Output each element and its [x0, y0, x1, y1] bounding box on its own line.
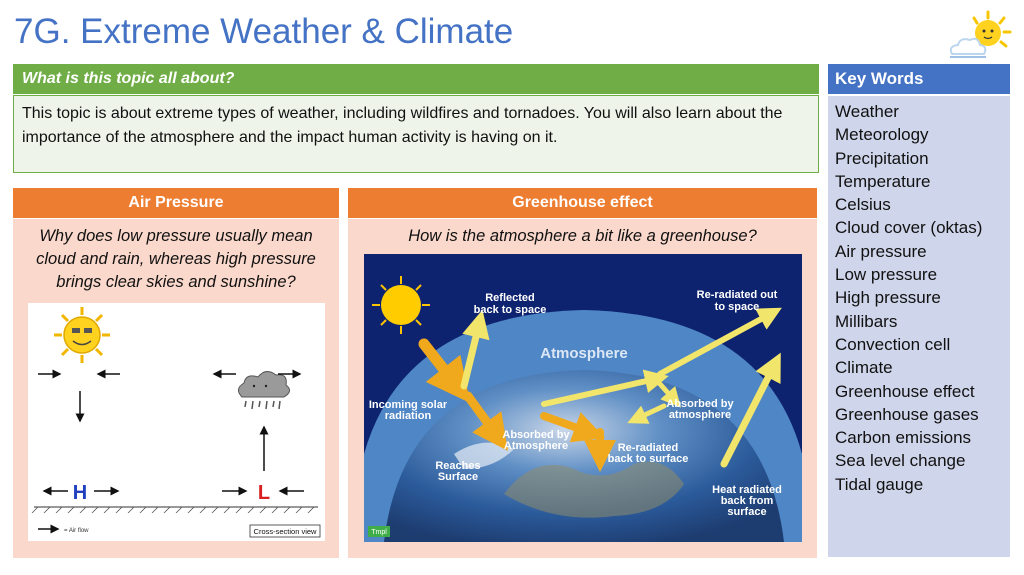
- sun-icon: [372, 276, 430, 334]
- key-word-item: Weather: [835, 102, 899, 121]
- atmosphere-label: Atmosphere: [540, 345, 628, 362]
- topic-header: What is this topic all about?: [13, 64, 819, 94]
- high-pressure-label: H: [73, 482, 87, 504]
- sun-cloud-icon: [949, 10, 1012, 58]
- reaches-label-1: Reaches: [435, 460, 480, 472]
- key-word-item: Temperature: [835, 171, 931, 191]
- key-word-item: Precipitation: [835, 148, 929, 168]
- key-word-item: Convection cell: [835, 334, 951, 354]
- air-flow-legend: = Air flow: [64, 528, 89, 534]
- reflected-label-1: Reflected: [485, 292, 535, 304]
- greenhouse-question: How is the atmosphere a bit like a green…: [408, 227, 757, 245]
- key-word-item: Meteorology: [835, 125, 929, 145]
- key-word-item: Low pressure: [835, 265, 938, 285]
- cross-section-caption: Cross-section view: [254, 527, 318, 536]
- air-pressure-question: Why does low pressure usually mean cloud…: [36, 227, 316, 291]
- incoming-label-1: Incoming solar: [369, 399, 448, 411]
- reradiated-surface-label-2: back to surface: [608, 453, 689, 465]
- key-word-item: Climate: [835, 358, 893, 378]
- key-word-item: Greenhouse effect: [835, 381, 975, 401]
- reradiated-out-label-2: to space: [715, 301, 760, 313]
- heat-label-2: back from: [721, 495, 774, 507]
- key-word-item: High pressure: [835, 288, 941, 308]
- reradiated-surface-label-1: Re-radiated: [618, 442, 679, 454]
- absorbed-atm-label-1: Absorbed by: [502, 429, 570, 441]
- greenhouse-panel: How is the atmosphere a bit like a green…: [348, 219, 817, 558]
- absorbed-by-label-2: atmosphere: [669, 409, 731, 421]
- rain-cloud-icon: [238, 371, 290, 410]
- page-title: 7G. Extreme Weather & Climate: [14, 12, 514, 51]
- reradiated-out-label-1: Re-radiated out: [697, 289, 778, 301]
- key-words-header: Key Words: [828, 64, 1010, 94]
- air-pressure-diagram: H L = Air flow Cross-section view: [28, 303, 325, 541]
- key-word-item: Air pressure: [835, 241, 927, 261]
- heat-label-3: surface: [727, 506, 766, 518]
- absorbed-by-label-1: Absorbed by: [666, 398, 734, 410]
- key-word-item: Millibars: [835, 311, 898, 331]
- sun-icon: [54, 307, 110, 363]
- key-word-item: Cloud cover (oktas): [835, 218, 983, 238]
- absorbed-atm-label-2: Atmosphere: [504, 440, 568, 452]
- greenhouse-header: Greenhouse effect: [348, 188, 817, 218]
- air-pressure-panel: Why does low pressure usually mean cloud…: [13, 219, 339, 558]
- key-word-item: Sea level change: [835, 451, 966, 471]
- greenhouse-diagram: Reflected back to space Re-radiated out …: [364, 254, 802, 542]
- heat-label-1: Heat radiated: [712, 484, 782, 496]
- key-word-item: Tidal gauge: [835, 474, 924, 494]
- reflected-label-2: back to space: [474, 304, 547, 316]
- reaches-label-2: Surface: [438, 471, 478, 483]
- key-word-item: Greenhouse gases: [835, 404, 979, 424]
- key-word-item: Celsius: [835, 195, 891, 215]
- topic-description: This topic is about extreme types of wea…: [13, 95, 819, 173]
- key-word-item: Carbon emissions: [835, 428, 972, 448]
- incoming-label-2: radiation: [385, 410, 432, 422]
- air-pressure-header: Air Pressure: [13, 188, 339, 218]
- low-pressure-label: L: [258, 482, 270, 504]
- brand-logo: Tmpl: [371, 529, 387, 536]
